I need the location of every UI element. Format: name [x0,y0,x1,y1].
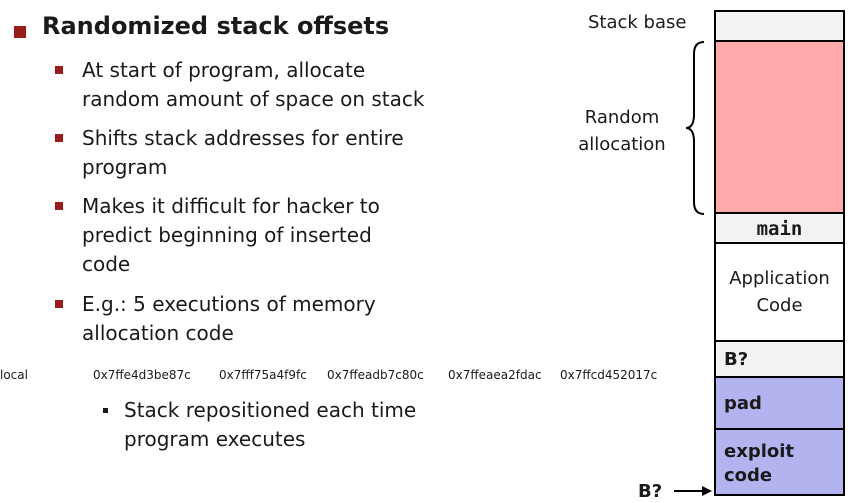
bullet-marker [55,134,63,142]
slide-title: Randomized stack offsets [42,12,390,40]
address-value: 0x7ffeaea2fdac [448,368,542,382]
bullet-3: Makes it difficult for hacker to predict… [82,194,380,276]
bullet-1: At start of program, allocate random amo… [82,58,425,111]
bullet-marker [55,202,63,210]
application-code-cell: Application Code [714,242,845,342]
bullet-marker [55,300,63,308]
random-allocation-label: Random allocation [578,107,666,155]
brace-icon [685,41,705,215]
main-bullet-marker [14,26,26,38]
table-row-label: local [0,368,28,382]
bullet-marker [55,66,63,74]
stack-base-label: Stack base [588,12,687,33]
stack-base-cell [714,10,845,42]
arrow-right-icon [674,486,712,496]
bullet-4: E.g.: 5 executions of memory allocation … [82,292,376,345]
bullet-2: Shifts stack addresses for entire progra… [82,126,404,179]
address-value: 0x7ffcd452017c [560,368,658,382]
pad-cell: pad [714,376,845,430]
address-value: 0x7ffeadb7c80c [327,368,424,382]
sub-bullet: Stack repositioned each time program exe… [124,398,417,451]
exploit-code-cell: exploit code [714,428,845,496]
address-value: 0x7fff75a4f9fc [219,368,307,382]
random-allocation-cell [714,40,845,214]
main-frame-cell: main [714,212,845,244]
bullet-marker [103,408,108,413]
b-address-cell: B? [714,340,845,378]
b-pointer-label: B? [638,481,663,502]
address-value: 0x7ffe4d3be87c [93,368,191,382]
